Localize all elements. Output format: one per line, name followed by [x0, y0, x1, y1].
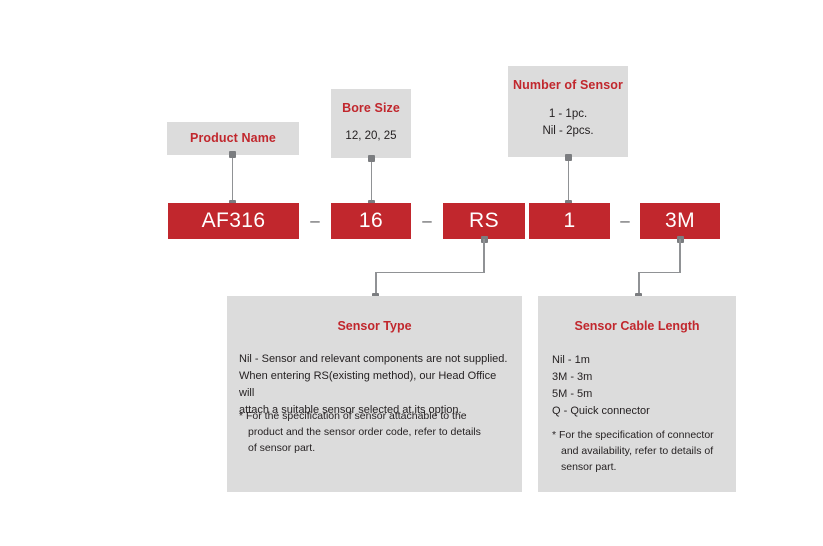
connector-line-sensor-type-h	[375, 271, 484, 274]
connector-line-bore-size	[370, 158, 373, 203]
product-name-box-title: Product Name	[190, 131, 276, 145]
number-of-sensor-box: Number of Sensor 1 - 1pc. Nil - 2pcs.	[508, 66, 628, 157]
sensor-type-detail-paragraph: Nil - Sensor and relevant components are…	[239, 351, 514, 419]
sensor-type-note-line-2: product and the sensor order code, refer…	[248, 425, 481, 438]
sensor-type-paragraph-line-2: When entering RS(existing method), our H…	[239, 370, 497, 400]
sensor-cable-length-detail-title: Sensor Cable Length	[574, 319, 700, 333]
code-bar-bore-size[interactable]: 16	[331, 203, 411, 239]
sensor-cable-length-detail-box: Sensor Cable Length Nil - 1m 3M - 3m 5M …	[538, 296, 736, 492]
number-of-sensor-box-title: Number of Sensor	[513, 78, 623, 92]
code-bar-product-name[interactable]: AF316	[168, 203, 299, 239]
connector-dot-product-name-top	[228, 151, 236, 158]
connector-line-sensor-type-v2	[375, 271, 377, 296]
sensor-cable-length-options: Nil - 1m 3M - 3m 5M - 5m Q - Quick conne…	[552, 352, 732, 420]
number-of-sensor-box-line-2: Nil - 2pcs.	[542, 125, 594, 137]
code-bar-sensor-type[interactable]: RS	[443, 203, 525, 239]
sensor-cable-length-option-2: 3M - 3m	[552, 371, 593, 384]
sensor-type-paragraph-line-1: Nil - Sensor and relevant components are…	[239, 353, 508, 365]
sensor-type-paragraph-line-3: attach a suitable sensor selected at its…	[239, 404, 462, 417]
sensor-type-detail-box: Sensor Type Nil - Sensor and relevant co…	[227, 296, 522, 492]
connector-dot-number-of-sensor-top	[564, 153, 572, 161]
connector-line-sensor-cable-length-v1	[679, 239, 681, 273]
sensor-type-detail-note: * For the specification of sensor attach…	[239, 409, 519, 456]
code-separator-1: –	[310, 211, 320, 230]
sensor-cable-length-option-1: Nil - 1m	[552, 354, 590, 366]
sensor-cable-length-note: * For the specification of connector and…	[552, 428, 732, 475]
number-of-sensor-box-line-1: 1 - 1pc.	[548, 108, 588, 120]
sensor-cable-length-note-line-3: sensor part.	[561, 460, 617, 473]
bore-size-box-title: Bore Size	[342, 101, 400, 115]
sensor-cable-length-note-line-2: and availability, refer to details of	[561, 444, 714, 457]
product-name-box: Product Name	[167, 122, 299, 155]
bore-size-box-line-1: 12, 20, 25	[345, 130, 397, 142]
sensor-cable-length-option-3: 5M - 5m	[552, 388, 593, 401]
code-bar-number-of-sensor[interactable]: 1	[529, 203, 610, 239]
sensor-type-note-line-1: * For the specification of sensor attach…	[239, 410, 467, 422]
connector-line-sensor-cable-length-v2	[638, 271, 640, 296]
sensor-type-note-line-3: of sensor part.	[248, 441, 316, 454]
code-bar-sensor-cable-length[interactable]: 3M	[640, 203, 720, 239]
code-separator-2: –	[422, 211, 432, 230]
connector-dot-bore-size-top	[367, 154, 375, 162]
sensor-cable-length-option-4: Q - Quick connector	[552, 405, 650, 418]
connector-line-sensor-cable-length-h	[638, 271, 680, 274]
sensor-cable-length-note-line-1: * For the specification of connector	[552, 429, 714, 441]
connector-line-sensor-type-v1	[483, 239, 485, 273]
sensor-type-detail-title: Sensor Type	[337, 319, 412, 333]
code-separator-3: –	[620, 211, 630, 230]
connector-line-number-of-sensor	[567, 157, 570, 203]
connector-line-product-name	[231, 155, 234, 203]
bore-size-box: Bore Size 12, 20, 25	[331, 89, 411, 158]
